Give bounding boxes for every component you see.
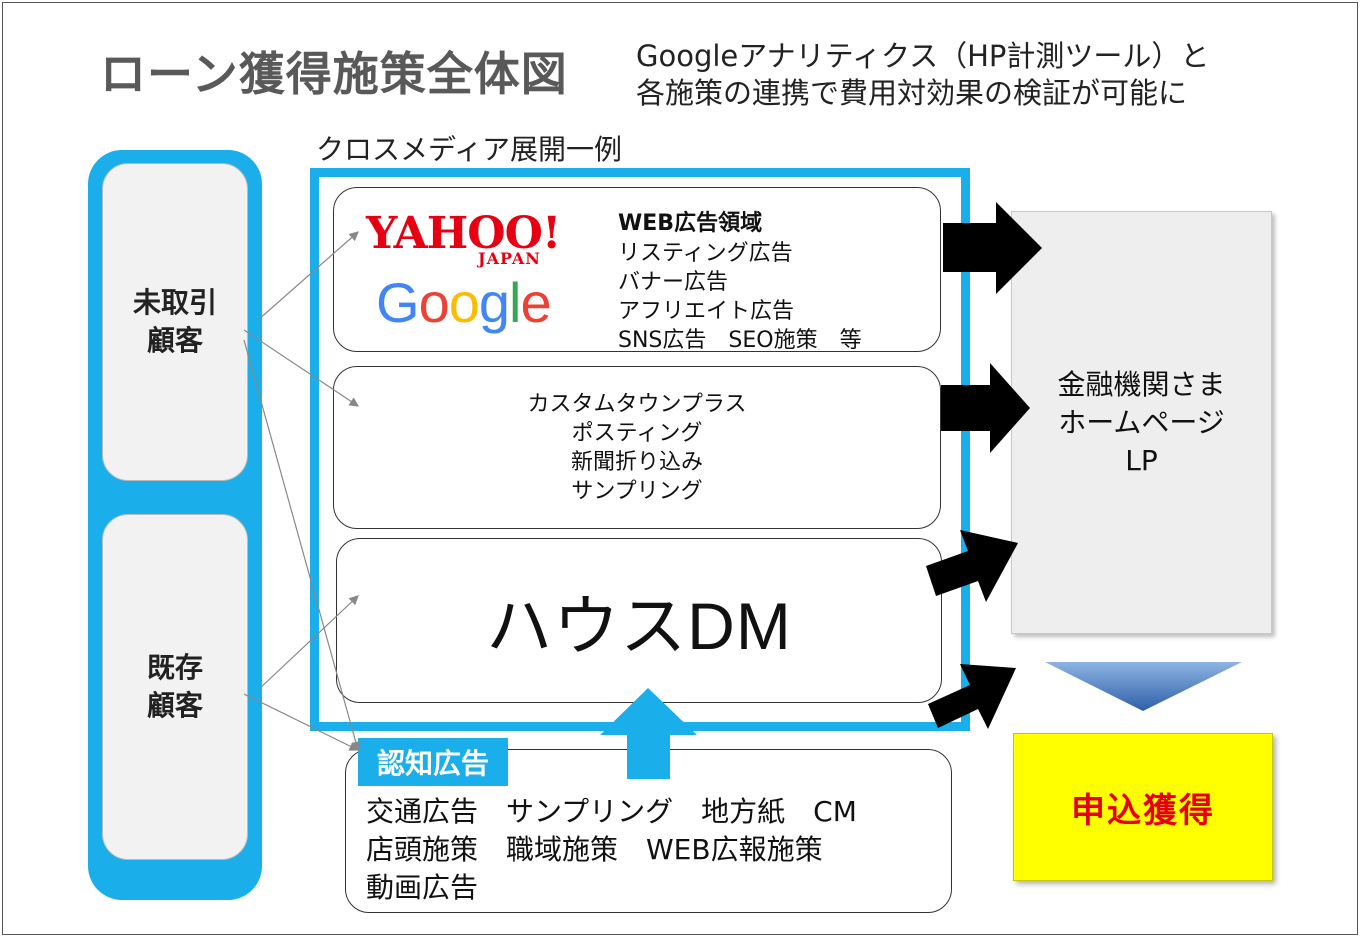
offline-media-item: ポスティング [571, 420, 703, 446]
block-arrow-right-icon [928, 664, 1016, 729]
homepage-line: 金融機関さま [1057, 367, 1226, 401]
offline-media-item: 新聞折り込み [570, 449, 703, 475]
web-ads-item: リスティング広告 [618, 241, 793, 266]
connector-line [257, 595, 359, 691]
homepage-line: ホームページ [1058, 405, 1225, 439]
homepage-lp-box: 金融機関さま ホームページ LP [1011, 211, 1272, 634]
web-ads-item: アフリエイト広告 [618, 299, 795, 324]
awareness-ads-label: 認知広告 [358, 738, 508, 786]
awareness-ads-line: 動画広告 [366, 871, 479, 904]
offline-media-panel: カスタムタウンプラス ポスティング 新聞折り込み サンプリング [333, 366, 941, 529]
offline-media-item: カスタムタウンプラス [527, 391, 747, 417]
segment-prospective-customers: 未取引 顧客 [102, 163, 248, 481]
connector-line [243, 339, 361, 752]
block-arrow-right-icon [941, 363, 1030, 453]
block-arrow-right-icon [943, 202, 1042, 294]
awareness-ads-line: 交通広告 サンプリング 地方紙 CM [366, 795, 857, 828]
house-dm-label: ハウスDM [486, 588, 792, 663]
yahoo-japan-logo-sub: JAPAN [478, 249, 541, 268]
connector-line [243, 693, 360, 751]
page-title: ローン獲得施策全体図 [100, 47, 568, 101]
subtitle-line-1: Googleアナリティクス（HP計測ツール）と [636, 39, 1210, 73]
web-ads-item: バナー広告 [618, 270, 729, 295]
offline-media-item: サンプリング [571, 478, 703, 504]
homepage-line: LP [1125, 443, 1158, 477]
cross-media-label: クロスメディア展開一例 [316, 133, 623, 166]
awareness-ads-line: 店頭施策 職域施策 WEB広報施策 [366, 833, 823, 866]
page-subtitle: Googleアナリティクス（HP計測ツール）と 各施策の連携で費用対効果の検証が… [636, 38, 1209, 112]
segment-prospective-label: 未取引 顧客 [132, 286, 217, 357]
block-arrow-up-icon [600, 688, 697, 779]
application-acquisition-box: 申込獲得 [1013, 733, 1273, 881]
application-acquisition-label: 申込獲得 [1071, 790, 1215, 831]
connector-line [243, 329, 359, 407]
segment-existing-label: 既存 顧客 [146, 651, 203, 722]
house-dm-panel: ハウスDM [336, 538, 942, 703]
web-ads-heading: WEB広告領域 [618, 211, 763, 236]
web-ads-panel [333, 187, 941, 352]
connector-line [257, 231, 359, 321]
chevron-down-triangle-icon [1045, 662, 1242, 711]
block-arrow-right-icon [926, 530, 1018, 602]
segment-existing-customers: 既存 顧客 [102, 514, 248, 860]
subtitle-line-2: 各施策の連携で費用対効果の検証が可能に [636, 76, 1188, 110]
yahoo-japan-logo: YAHOO! [366, 208, 561, 259]
web-ads-item: SNS広告 SEO施策 等 [618, 328, 862, 353]
google-logo: Google [376, 271, 552, 334]
